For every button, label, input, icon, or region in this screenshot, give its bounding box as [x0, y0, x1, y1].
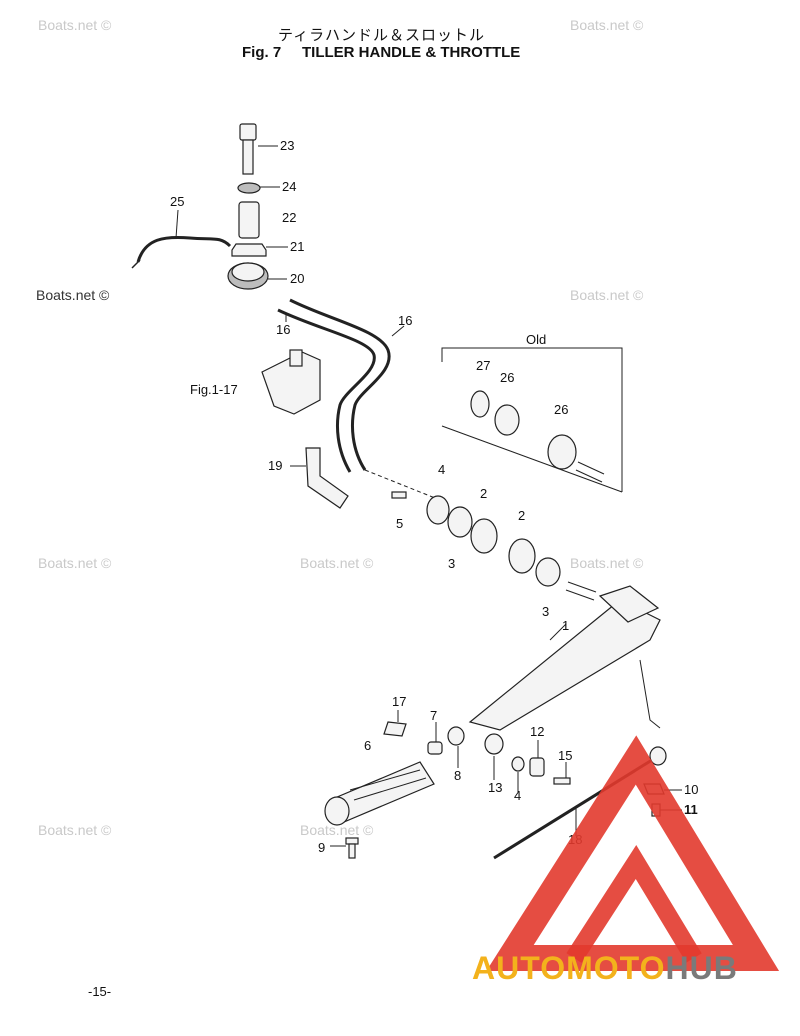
- brand-wordmark: AUTOMOTOHUB: [472, 950, 738, 987]
- bracket-21: [231, 243, 288, 257]
- grommet-19: [290, 447, 349, 509]
- watermark: Boats.net ©: [38, 17, 112, 33]
- callout-16: 16: [398, 313, 412, 328]
- throttle-cam-20: [227, 262, 287, 290]
- callout-7: 7: [430, 708, 437, 723]
- callout-27: 27: [476, 358, 490, 373]
- callout-26: 26: [500, 370, 514, 385]
- callout-24: 24: [282, 179, 296, 194]
- callout-22: 22: [282, 210, 296, 225]
- small-parts-7-8-17: [383, 710, 465, 768]
- small-parts-12-13-15: [484, 733, 571, 792]
- washer-24: [237, 182, 280, 194]
- collar-22: [238, 201, 260, 239]
- watermark: Boats.net ©: [570, 17, 644, 33]
- callout-15: 15: [558, 748, 572, 763]
- watermark: Boats.net ©: [570, 555, 644, 571]
- callout-12: 12: [530, 724, 544, 739]
- old-label: Old: [526, 332, 546, 347]
- watermark: Boats.net ©: [300, 555, 374, 571]
- callout-21: 21: [290, 239, 304, 254]
- callout-5: 5: [396, 516, 403, 531]
- screw-9: [330, 837, 359, 859]
- callout-8: 8: [454, 768, 461, 783]
- callout-11: 11: [684, 802, 698, 817]
- watermark: Boats.net ©: [570, 287, 644, 303]
- callout-20: 20: [290, 271, 304, 286]
- callout-16: 16: [276, 322, 290, 337]
- watermark: Boats.net ©: [36, 287, 110, 303]
- figure-number: Fig. 7: [242, 44, 282, 61]
- tiller-grip-6: [324, 761, 435, 826]
- bracket-ref: [261, 349, 321, 415]
- callout-23: 23: [280, 138, 294, 153]
- brand-logo-icon: [486, 735, 780, 971]
- callout-17: 17: [392, 694, 406, 709]
- throttle-cables-16: [277, 298, 441, 501]
- title-japanese: ティラハンドル＆スロットル: [278, 27, 485, 44]
- callout-26: 26: [554, 402, 568, 417]
- tiller-handle-1: [468, 585, 661, 731]
- callout-3: 3: [448, 556, 455, 571]
- callout-4: 4: [438, 462, 445, 477]
- brand-wordmark-a: AUTOMOTO: [472, 950, 666, 986]
- callout-13: 13: [488, 780, 502, 795]
- old-parts-box: [441, 347, 623, 493]
- callout-25: 25: [170, 194, 184, 209]
- callout-1: 1: [562, 618, 569, 633]
- figure-title: TILLER HANDLE & THROTTLE: [302, 44, 521, 61]
- callout-2: 2: [518, 508, 525, 523]
- callout-9: 9: [318, 840, 325, 855]
- callout-4: 4: [514, 788, 521, 803]
- throttle-parts-stack: [391, 491, 597, 601]
- watermark: Boats.net ©: [300, 822, 374, 838]
- page-number: -15-: [88, 984, 112, 999]
- brand-wordmark-b: HUB: [665, 950, 738, 986]
- callout-10: 10: [684, 782, 698, 797]
- figure-reference: Fig.1-17: [190, 382, 238, 397]
- watermark: Boats.net ©: [38, 822, 112, 838]
- callout-6: 6: [364, 738, 371, 753]
- callout-19: 19: [268, 458, 282, 473]
- callout-2: 2: [480, 486, 487, 501]
- bolt-23: [239, 123, 278, 175]
- callout-3: 3: [542, 604, 549, 619]
- watermark: Boats.net ©: [38, 555, 112, 571]
- link-rod-25: [131, 209, 232, 269]
